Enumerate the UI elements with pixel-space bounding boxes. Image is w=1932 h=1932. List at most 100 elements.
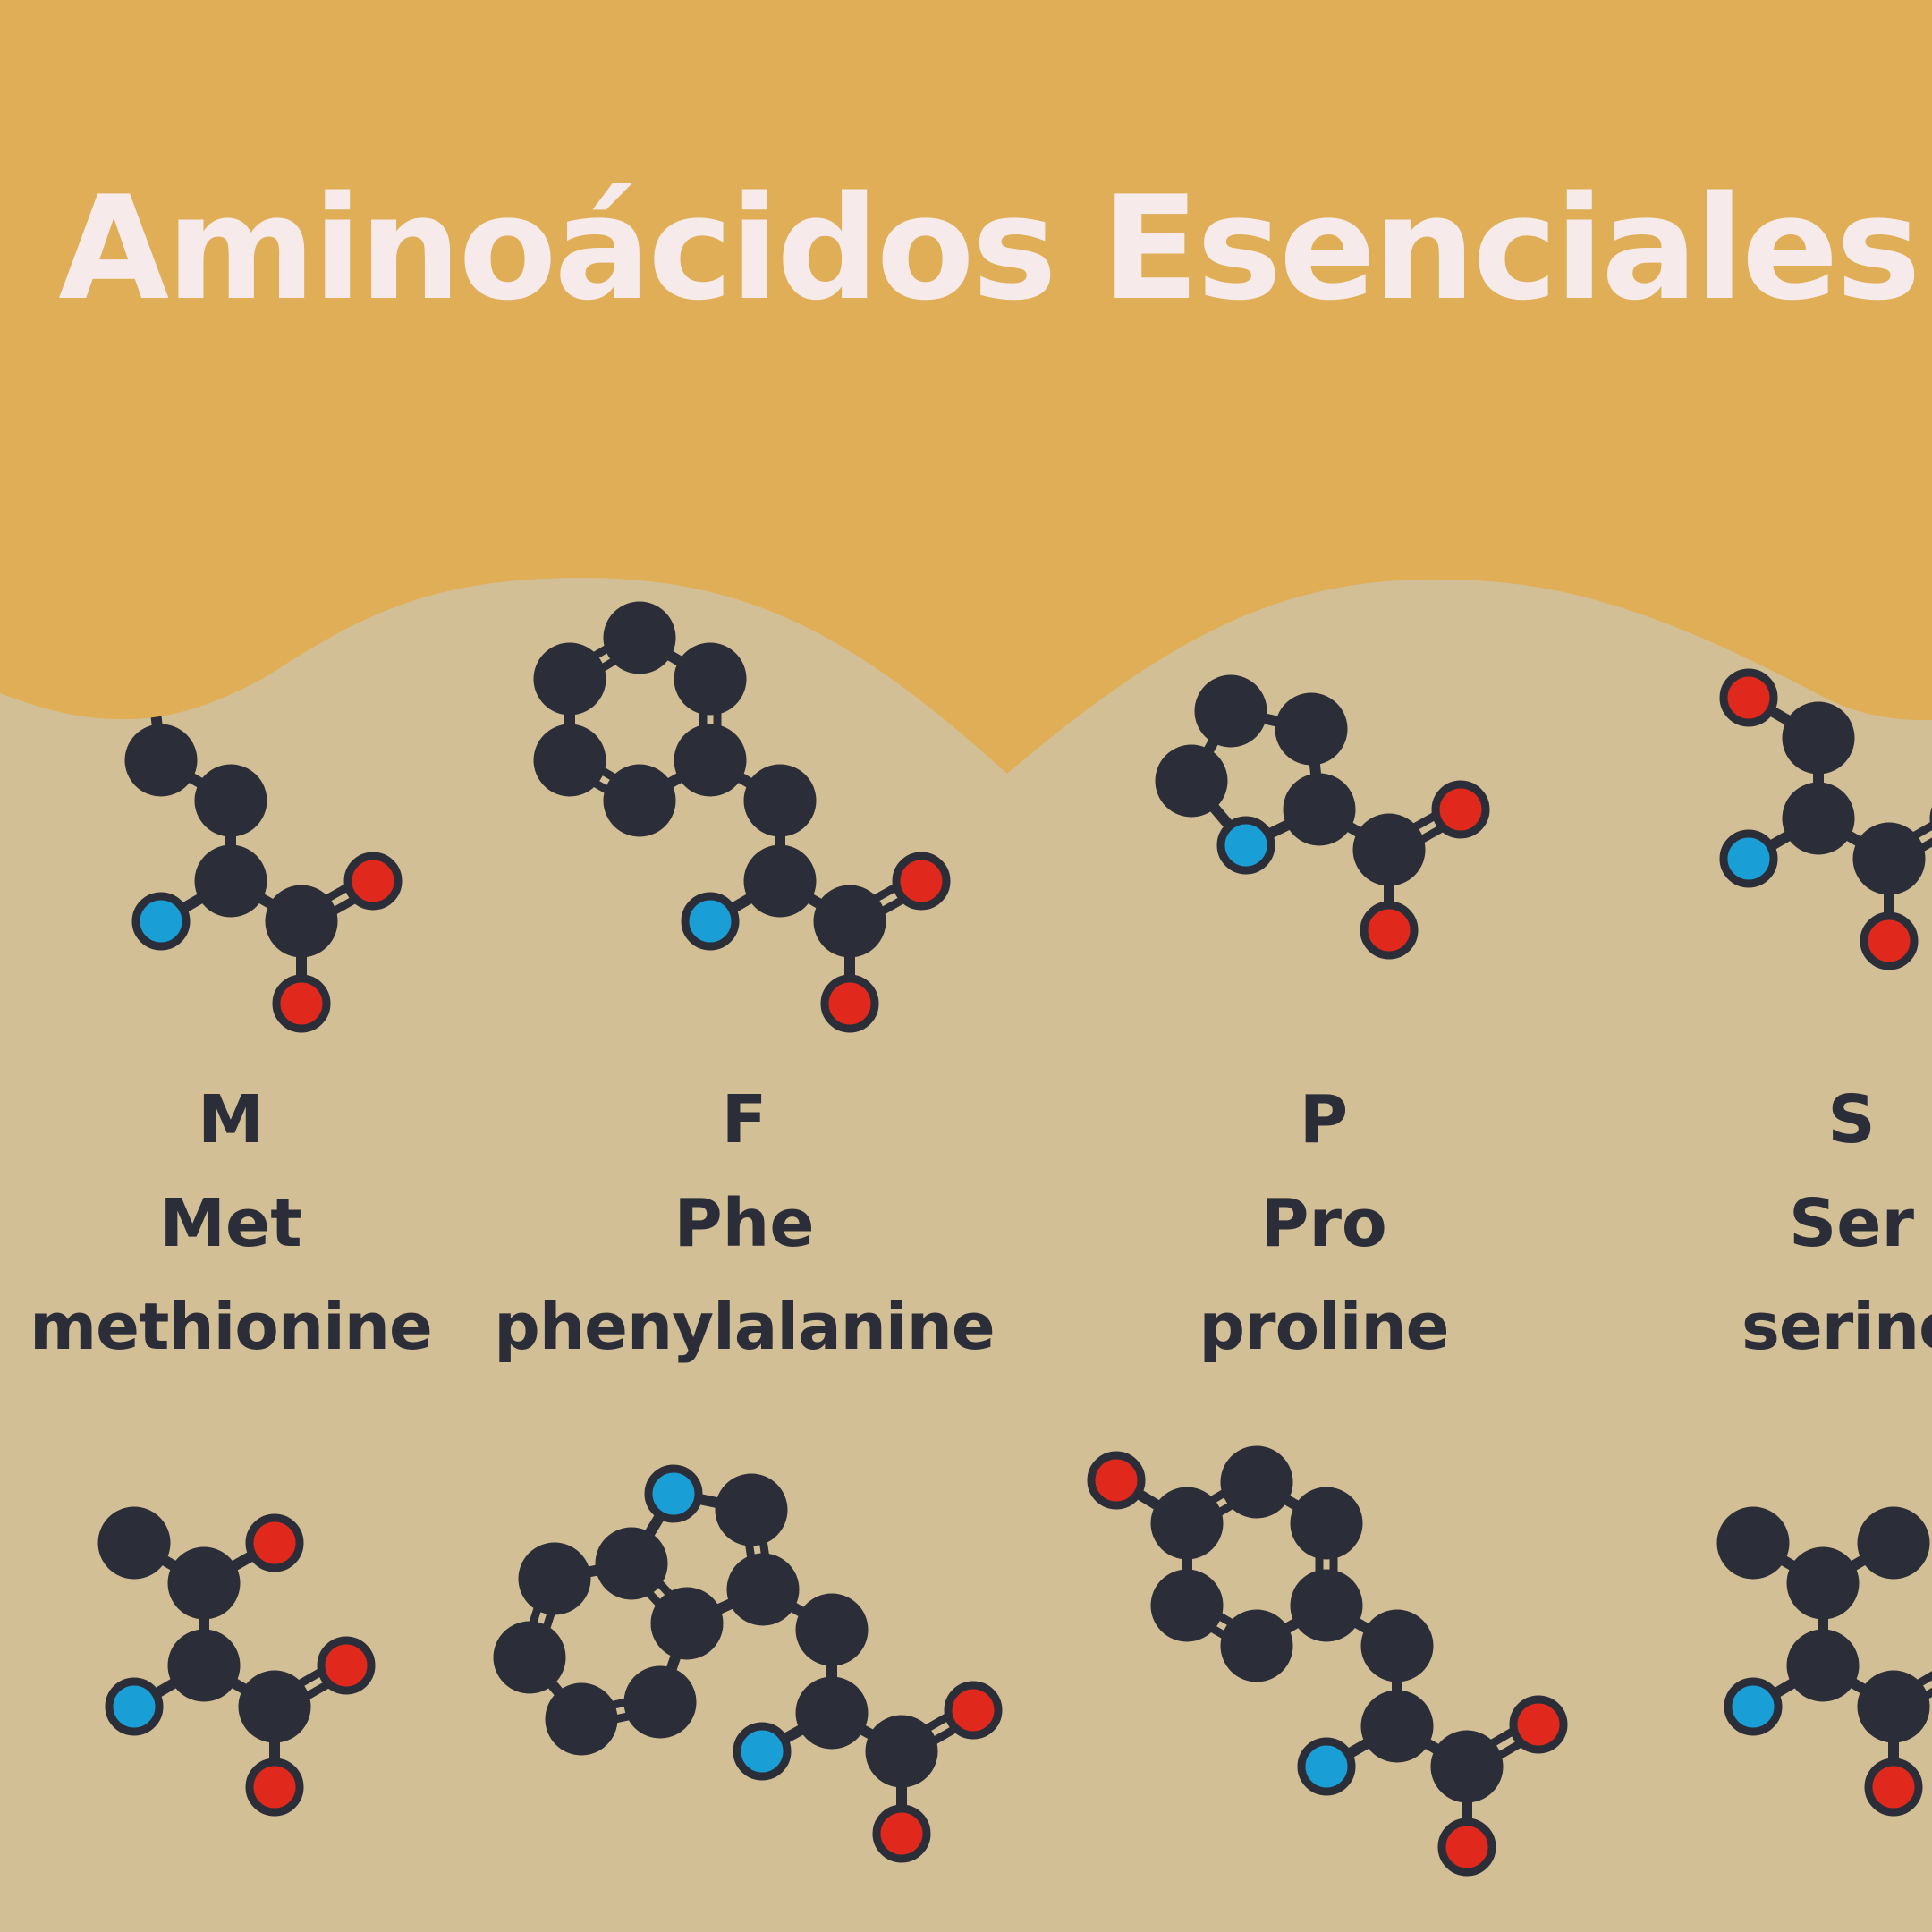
oxygen-atom — [1864, 1758, 1923, 1817]
oxygen-atom — [245, 1758, 304, 1817]
carbon-atom — [194, 844, 267, 918]
nitrogen-atom — [105, 1677, 164, 1736]
oxygen-atom — [1860, 911, 1919, 970]
valine-molecule — [1716, 1506, 1932, 1817]
carbon-atom — [1360, 1690, 1434, 1763]
proline-molecule — [1155, 674, 1490, 960]
threonine-molecule — [97, 1506, 376, 1817]
carbon-atom — [124, 724, 198, 797]
nitrogen-atom — [681, 892, 740, 951]
one-letter-code: M — [198, 1081, 264, 1158]
amino-acid-label-serine: S Ser serine — [1583, 1087, 1932, 1359]
amino-acid-name: proline — [1199, 1289, 1450, 1364]
carbon-atom — [1716, 1506, 1790, 1580]
three-letter-code: Ser — [1789, 1185, 1914, 1262]
oxygen-atom — [1431, 780, 1490, 839]
one-letter-code: S — [1827, 1081, 1876, 1158]
carbon-atom — [518, 1542, 591, 1615]
oxygen-atom — [872, 1804, 931, 1863]
oxygen-atom — [1437, 1818, 1496, 1877]
carbon-atom — [1150, 1487, 1224, 1560]
amino-acid-name: phenylalanine — [494, 1289, 995, 1364]
nitrogen-atom — [1724, 1677, 1783, 1736]
carbon-atom — [1430, 1730, 1504, 1803]
carbon-atom — [194, 764, 267, 837]
carbon-atom — [743, 844, 817, 918]
carbon-atom — [493, 1621, 566, 1694]
oxygen-atom — [1360, 901, 1419, 960]
amino-acid-label-proline: P Pro proline — [1055, 1087, 1592, 1359]
banner-wave-shape — [0, 0, 1932, 774]
carbon-atom — [238, 1670, 311, 1743]
oxygen-atom — [820, 974, 879, 1033]
carbon-atom — [1852, 822, 1926, 895]
carbon-atom — [533, 724, 606, 797]
carbon-atom — [265, 885, 338, 958]
oxygen-atom — [343, 852, 402, 911]
tryptophan-molecule — [493, 1464, 1003, 1863]
carbon-atom — [715, 1473, 788, 1546]
carbon-atom — [623, 1665, 697, 1739]
oxygen-atom — [1087, 1451, 1146, 1510]
carbon-atom — [813, 885, 886, 958]
nitrogen-atom — [733, 1722, 792, 1781]
three-letter-code: Pro — [1260, 1185, 1387, 1262]
carbon-atom — [167, 1629, 241, 1702]
amino-acid-name: serine — [1741, 1289, 1932, 1364]
nitrogen-atom — [1216, 816, 1275, 875]
carbon-atom — [167, 1546, 241, 1620]
phenylalanine-molecule — [533, 601, 951, 1033]
carbon-atom — [795, 1593, 869, 1666]
carbon-atom — [97, 1506, 171, 1580]
amino-acid-label-methionine: M Met methionine — [0, 1087, 499, 1359]
nitrogen-atom — [1719, 829, 1778, 888]
carbon-atom — [1220, 1609, 1293, 1682]
carbon-atom — [545, 1682, 618, 1756]
carbon-atom — [674, 724, 747, 797]
oxygen-atom — [892, 852, 951, 911]
oxygen-atom — [317, 1636, 376, 1695]
oxygen-atom — [1509, 1695, 1568, 1754]
amino-acid-label-phenylalanine: F Phe phenylalanine — [476, 1087, 1013, 1359]
carbon-atom — [1150, 1569, 1224, 1642]
amino-acid-name: methionine — [30, 1289, 433, 1364]
three-letter-code: Phe — [674, 1185, 815, 1262]
carbon-atom — [1786, 1629, 1860, 1702]
carbon-atom — [595, 1527, 668, 1600]
carbon-atom — [743, 764, 817, 837]
carbon-atom — [1275, 692, 1348, 766]
oxygen-atom — [944, 1681, 1003, 1740]
nitrogen-atom — [131, 892, 191, 951]
oxygen-atom — [1719, 668, 1778, 727]
carbon-atom — [1782, 701, 1855, 775]
one-letter-code: P — [1299, 1081, 1349, 1158]
carbon-atom — [726, 1553, 800, 1626]
carbon-atom — [1194, 674, 1267, 748]
carbon-atom — [795, 1676, 869, 1750]
page-title: Aminoácidos Esenciales — [58, 165, 1920, 332]
carbon-atom — [865, 1715, 938, 1788]
carbon-atom — [1155, 744, 1228, 818]
nitrogen-atom — [1297, 1737, 1356, 1796]
carbon-atom — [1786, 1546, 1860, 1620]
carbon-atom — [650, 1587, 724, 1660]
carbon-atom — [1290, 1569, 1363, 1642]
oxygen-atom — [272, 974, 331, 1033]
carbon-atom — [1220, 1445, 1293, 1519]
carbon-atom — [1782, 782, 1855, 855]
carbon-atom — [674, 642, 747, 716]
nitrogen-atom — [644, 1464, 703, 1523]
one-letter-code: F — [721, 1081, 767, 1158]
carbon-atom — [1857, 1506, 1930, 1580]
serine-molecule — [1719, 668, 1932, 970]
carbon-atom — [1360, 1609, 1434, 1682]
oxygen-atom — [245, 1513, 304, 1572]
tyrosine-molecule — [1087, 1445, 1568, 1877]
carbon-atom — [1290, 1487, 1363, 1560]
carbon-atom — [1283, 773, 1356, 846]
carbon-atom — [533, 642, 606, 716]
carbon-atom — [1352, 813, 1426, 886]
